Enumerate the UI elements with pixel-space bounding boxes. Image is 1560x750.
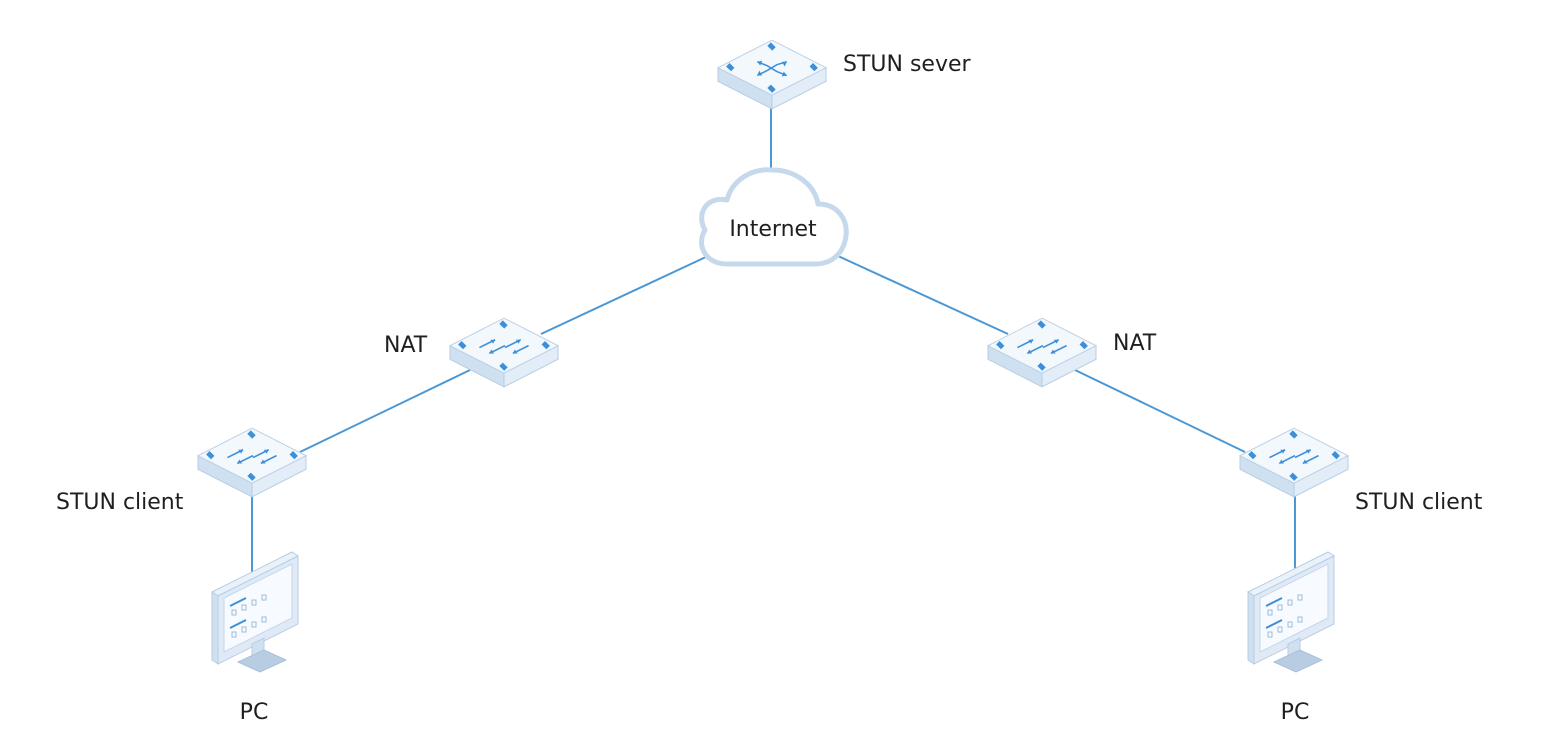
stun-server-label: STUN sever — [843, 52, 972, 77]
pc-left-label: PC — [240, 700, 269, 725]
nat-left-node: NAT — [384, 317, 559, 388]
link-nat-left-client-left — [299, 369, 471, 453]
internet-cloud: Internet — [699, 167, 849, 267]
link-nat-right-client-right — [1074, 369, 1246, 453]
switch-icon — [449, 317, 559, 388]
stun-client-right-label: STUN client — [1355, 490, 1483, 515]
stun-client-left-label: STUN client — [56, 490, 184, 515]
cloud-icon — [699, 167, 849, 267]
stun-server-node: STUN sever — [717, 39, 972, 110]
internet-label: Internet — [729, 217, 817, 242]
stun-client-left-node: STUN client — [56, 427, 307, 515]
router-icon — [717, 39, 827, 110]
stun-client-right-node: STUN client — [1239, 427, 1483, 515]
switch-icon — [197, 427, 307, 498]
pc-right-label: PC — [1281, 700, 1310, 725]
pc-right-node: PC — [1247, 551, 1335, 725]
nat-right-node: NAT — [987, 317, 1157, 388]
nat-left-label: NAT — [384, 333, 428, 358]
pc-left-node: PC — [211, 551, 299, 725]
nat-right-label: NAT — [1113, 331, 1157, 356]
link-internet-nat-left — [540, 255, 709, 335]
monitor-icon — [211, 551, 299, 673]
monitor-icon — [1247, 551, 1335, 673]
switch-icon — [987, 317, 1097, 388]
switch-icon — [1239, 427, 1349, 498]
link-internet-nat-right — [837, 255, 1009, 335]
